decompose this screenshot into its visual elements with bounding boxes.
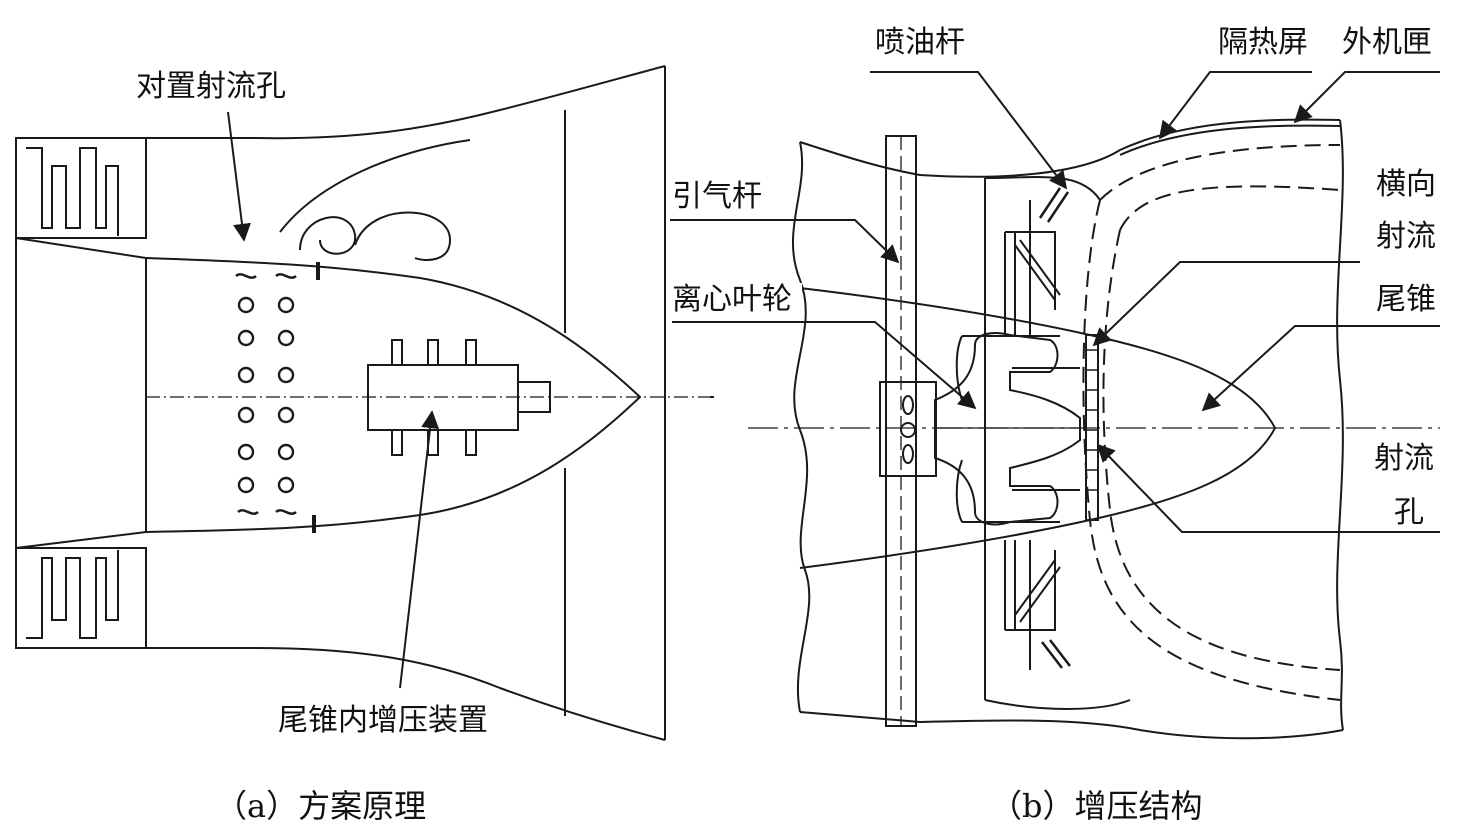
jet-hole-row bbox=[1085, 334, 1099, 521]
label-transverse-jet-line1: 横向 bbox=[1376, 167, 1436, 202]
inlet-block-bottom bbox=[15, 531, 147, 649]
caption-b: （b）增压结构 bbox=[990, 787, 1203, 825]
label-centrifugal-impeller: 离心叶轮 bbox=[672, 282, 792, 317]
struts bbox=[1004, 200, 1061, 670]
label-transverse-jet-line2: 射流 bbox=[1376, 219, 1436, 254]
label-tail-cone: 尾锥 bbox=[1376, 282, 1436, 317]
caption-a: （a）方案原理 bbox=[215, 787, 427, 825]
label-fuel-spray-bar: 喷油杆 bbox=[875, 25, 965, 60]
outer-wall-top bbox=[146, 65, 666, 140]
label-jet-hole-line1: 射流 bbox=[1374, 441, 1434, 476]
centrifugal-impeller bbox=[934, 332, 1081, 526]
label-tailcone-booster: 尾锥内增压装置 bbox=[278, 703, 488, 738]
panel-a-drawing bbox=[15, 65, 714, 741]
booster-device bbox=[367, 339, 551, 456]
label-heat-shield: 隔热屏 bbox=[1218, 25, 1308, 60]
label-outer-casing: 外机匣 bbox=[1342, 25, 1432, 60]
label-jet-hole-line2: 孔 bbox=[1394, 495, 1424, 530]
jet-holes-a bbox=[235, 273, 297, 515]
label-bleed-bar: 引气杆 bbox=[672, 179, 762, 214]
label-opposed-jet-holes: 对置射流孔 bbox=[136, 69, 286, 104]
panel-b-drawing bbox=[670, 71, 1440, 740]
outer-wall-bottom bbox=[146, 647, 666, 741]
inlet-block-top bbox=[15, 137, 147, 259]
